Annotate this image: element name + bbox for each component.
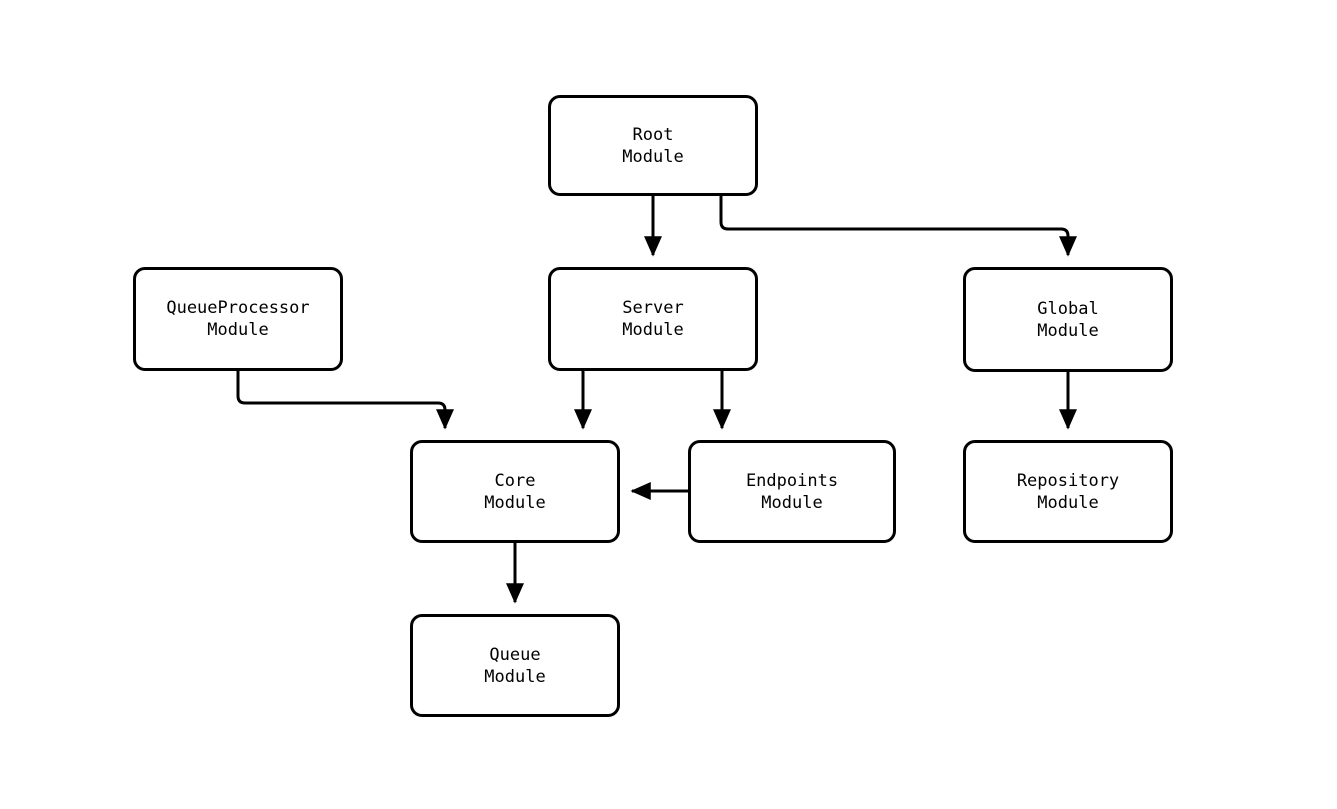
node-core-module-line2: Module — [484, 492, 546, 513]
node-root-module-line2: Module — [622, 146, 684, 167]
node-server-module-line1: Server — [622, 298, 684, 318]
node-core-module-line1: Core — [494, 470, 536, 491]
edge-root-to-global — [719, 196, 1077, 257]
node-root-module[interactable]: Root Module — [548, 95, 758, 196]
node-queueprocessor-module-line2: Module — [207, 320, 269, 340]
node-repository-module[interactable]: Repository Module — [963, 440, 1173, 543]
node-repository-module-line1: Repository — [1016, 470, 1120, 491]
node-queueprocessor-module-line1: QueueProcessor — [166, 298, 310, 318]
node-endpoints-module[interactable]: Endpoints Module — [688, 440, 896, 543]
node-endpoints-module-line1: Endpoints — [745, 470, 839, 491]
node-global-module[interactable]: Global Module — [963, 267, 1173, 372]
node-endpoints-module-line2: Module — [761, 492, 823, 513]
node-root-module-line1: Root — [632, 124, 674, 145]
node-server-module-line2: Module — [622, 320, 684, 340]
node-global-module-line1: Global — [1037, 298, 1099, 319]
node-server-module[interactable]: Server Module — [548, 267, 758, 371]
node-global-module-line2: Module — [1037, 320, 1099, 341]
node-queue-module-line1: Queue — [489, 644, 541, 665]
node-repository-module-line2: Module — [1037, 492, 1099, 513]
node-queue-module-line2: Module — [484, 666, 546, 687]
node-core-module[interactable]: Core Module — [410, 440, 620, 543]
node-queue-module[interactable]: Queue Module — [410, 614, 620, 717]
node-queueprocessor-module[interactable]: QueueProcessor Module — [133, 267, 343, 371]
edge-queueprocessor-to-core — [236, 371, 454, 430]
